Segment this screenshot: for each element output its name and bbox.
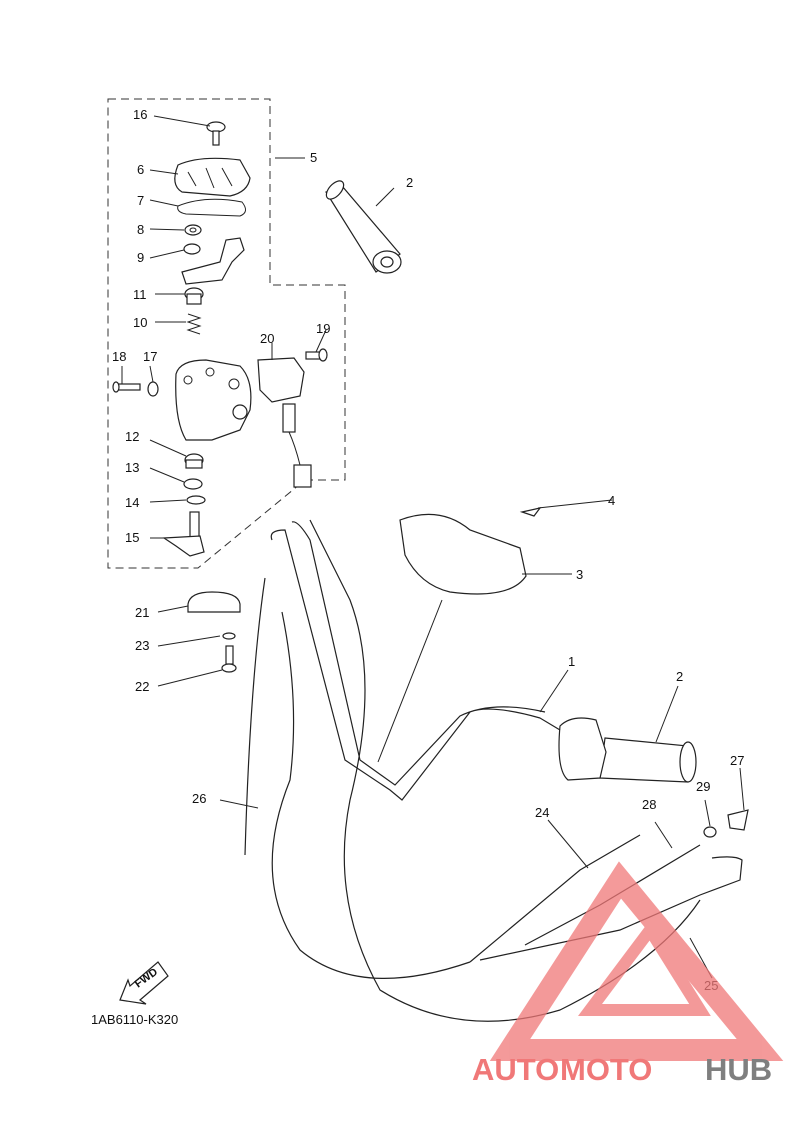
callout-3: 3 bbox=[576, 567, 583, 582]
leader-lines bbox=[121, 115, 745, 979]
callout-2b: 2 bbox=[676, 669, 683, 684]
callout-5: 5 bbox=[310, 150, 317, 165]
callout-24: 24 bbox=[535, 805, 549, 820]
callout-28: 28 bbox=[642, 797, 656, 812]
kill-switch-20 bbox=[257, 357, 312, 488]
callout-29: 29 bbox=[696, 779, 710, 794]
svg-text:MOTO: MOTO bbox=[560, 1052, 652, 1087]
hand-guard-3 bbox=[399, 513, 527, 595]
callout-4: 4 bbox=[608, 493, 615, 508]
drawing-code: 1AB6110-K320 bbox=[91, 1012, 178, 1027]
callout-labels: 16 6 7 8 9 11 10 5 2 20 19 18 17 12 13 1… bbox=[112, 107, 744, 993]
svg-text:AUTO: AUTO bbox=[472, 1052, 559, 1087]
cable-25 bbox=[479, 856, 743, 961]
clamp-21 bbox=[187, 591, 241, 613]
grommet-12 bbox=[184, 453, 204, 469]
watermark-text: AUTO MOTO HUB bbox=[472, 1052, 772, 1087]
throttle-housing bbox=[558, 717, 607, 781]
handlebar-1 bbox=[270, 521, 561, 801]
callout-11: 11 bbox=[133, 287, 147, 302]
nut-17 bbox=[147, 381, 159, 397]
lever-27 bbox=[727, 809, 749, 831]
cable-26 bbox=[244, 577, 471, 980]
clip-4 bbox=[519, 507, 542, 517]
switch-housing bbox=[175, 359, 252, 441]
forward-arrow: FWD bbox=[119, 961, 169, 1005]
callout-16: 16 bbox=[133, 107, 147, 122]
watermark-logo bbox=[489, 861, 784, 1061]
bolt-29 bbox=[703, 826, 717, 838]
callout-2a: 2 bbox=[406, 175, 413, 190]
callout-17: 17 bbox=[143, 349, 157, 364]
callout-18: 18 bbox=[112, 349, 126, 364]
callout-12: 12 bbox=[125, 429, 139, 444]
cable-24 bbox=[469, 834, 641, 963]
washer-23 bbox=[222, 632, 236, 640]
svg-text:HUB: HUB bbox=[705, 1052, 772, 1087]
callout-7: 7 bbox=[137, 193, 144, 208]
spring-10 bbox=[186, 313, 202, 335]
collar-11 bbox=[184, 287, 204, 305]
callout-9: 9 bbox=[137, 250, 144, 265]
screw-22 bbox=[221, 645, 237, 673]
callout-23: 23 bbox=[135, 638, 149, 653]
washer-13 bbox=[183, 478, 203, 490]
callout-10: 10 bbox=[133, 315, 147, 330]
callout-20: 20 bbox=[260, 331, 274, 346]
callout-27: 27 bbox=[730, 753, 744, 768]
callout-26: 26 bbox=[192, 791, 206, 806]
switch-cover-6 bbox=[174, 157, 251, 197]
callout-21: 21 bbox=[135, 605, 149, 620]
screw-16 bbox=[206, 121, 226, 146]
screw-19 bbox=[305, 348, 328, 362]
callout-22: 22 bbox=[135, 679, 149, 694]
grip-upper bbox=[325, 180, 402, 274]
callout-19: 19 bbox=[316, 321, 330, 336]
screw-18 bbox=[112, 381, 141, 393]
callout-6: 6 bbox=[137, 162, 144, 177]
callout-13: 13 bbox=[125, 460, 139, 475]
callout-1: 1 bbox=[568, 654, 575, 669]
callout-14: 14 bbox=[125, 495, 139, 510]
pin-15 bbox=[162, 511, 205, 557]
lever-9 bbox=[181, 237, 245, 285]
assembly-boundary bbox=[107, 98, 346, 569]
gasket-7 bbox=[177, 198, 246, 217]
washer-14 bbox=[186, 495, 206, 505]
grip-lower bbox=[599, 737, 697, 783]
callout-15: 15 bbox=[125, 530, 139, 545]
nut-8 bbox=[184, 224, 202, 236]
callout-8: 8 bbox=[137, 222, 144, 237]
